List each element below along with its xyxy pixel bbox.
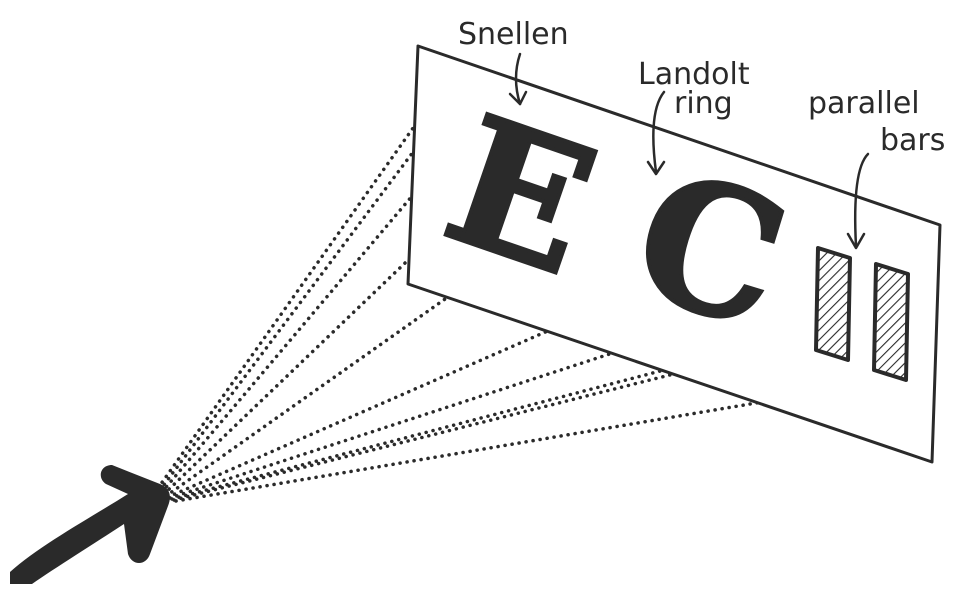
- label-bars: bars: [880, 123, 945, 158]
- label-ring: ring: [674, 86, 733, 121]
- label-parallel: parallel: [808, 86, 920, 121]
- eye-arrow-icon: [10, 465, 170, 584]
- label-snellen: Snellen: [458, 17, 569, 52]
